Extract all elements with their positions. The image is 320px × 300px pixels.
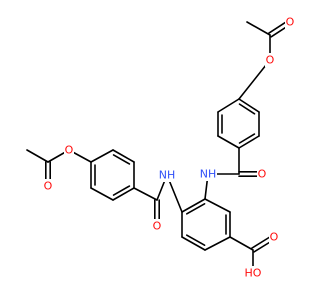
bond-line [186, 234, 206, 246]
atom-label-background [244, 266, 262, 280]
bond-line [112, 185, 131, 196]
bond-line [133, 187, 158, 201]
bond-line [238, 133, 256, 144]
atom-label-background [265, 53, 275, 67]
atom-label-o-lower-amide: O [153, 220, 162, 233]
atom-labels: O O NH O O O NH O O HO [43, 15, 295, 280]
atom-label-o-top-ester: O [266, 54, 275, 67]
bond-line [90, 187, 114, 201]
bond-line [246, 21, 271, 36]
atom-label-nh-lower: NH [159, 169, 176, 182]
atom-label-background [152, 219, 162, 233]
bond-line [90, 149, 114, 163]
atom-label-background [269, 230, 279, 244]
atom-label-background [257, 167, 267, 181]
bond-line [112, 149, 135, 163]
atom-label-o-upper-amide: O [258, 168, 267, 181]
molecule-structure: O O NH O O O NH O O HO [26, 15, 295, 280]
bond-line [26, 149, 49, 163]
bond-line [238, 98, 260, 113]
bond-line [181, 236, 206, 251]
atom-label-o-acid: O [270, 231, 279, 244]
atom-label-nh-upper: NH [200, 168, 217, 181]
bond-line [204, 236, 231, 251]
bond-line [238, 59, 271, 100]
bond-line [217, 135, 240, 149]
bond-line [204, 198, 231, 213]
atom-label-oh-acid: HO [245, 267, 262, 280]
bond-line [238, 103, 256, 115]
atom-label-background [285, 15, 295, 29]
bond-line [181, 198, 206, 213]
atom-label-background [43, 179, 53, 193]
atom-label-o-top-carbonyl: O [286, 16, 295, 29]
bond-line [112, 187, 135, 201]
atom-label-o-left-carbonyl: O [44, 180, 53, 193]
bond-line [112, 154, 131, 165]
bond-line [229, 236, 254, 251]
atom-label-background [158, 168, 176, 182]
atom-label-background [64, 143, 74, 157]
bond-line [186, 203, 206, 215]
atom-label-o-left-ester: O [65, 144, 74, 157]
bond-line [217, 98, 240, 113]
atom-label-background [199, 167, 217, 181]
bond-line [238, 135, 260, 149]
